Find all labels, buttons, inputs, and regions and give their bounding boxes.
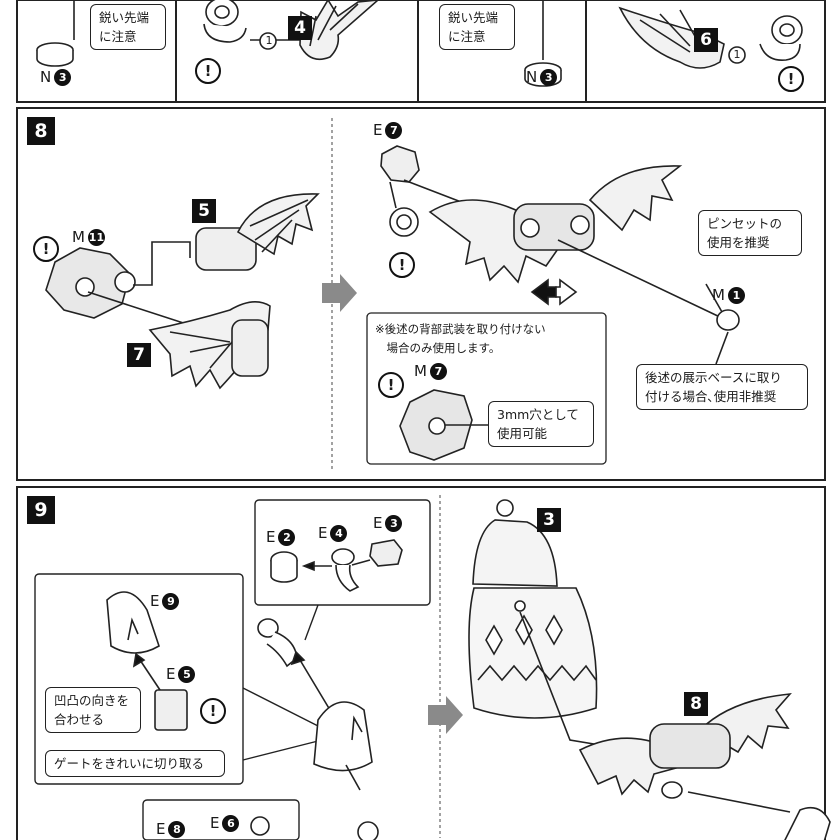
top-panel-border [16, 0, 826, 103]
part-m7: M 7 [414, 362, 447, 380]
top-part-n3-left: N 3 [40, 68, 72, 86]
top-note-sharp-tip-left: 鋭い先端 に注意 [90, 4, 166, 50]
top-part-n3-right: N 3 [526, 68, 558, 86]
warning-icon: ! [378, 372, 404, 398]
step-number-8: 8 [27, 117, 55, 145]
circle-one-marker: 1 [265, 34, 273, 47]
top-note-sharp-tip-right: 鋭い先端 に注意 [439, 4, 515, 50]
warning-icon: ! [195, 58, 221, 84]
part-e3: E 3 [373, 514, 403, 532]
part-m1: M 1 [712, 286, 745, 304]
step-number-3: 3 [537, 508, 561, 532]
step-number-7: 7 [127, 343, 151, 367]
warning-icon: ! [33, 236, 59, 262]
callout-tweezers-recommended: ピンセットの 使用を推奨 [698, 210, 802, 256]
step9-panel-border [16, 486, 826, 840]
step-number-5: 5 [192, 199, 216, 223]
step8-panel-border [16, 107, 826, 481]
note-back-weapon-only: ※後述の背部武装を取り付けない 場合のみ使用します。 [375, 322, 546, 355]
callout-align-notches: 凹凸の向きを 合わせる [45, 687, 141, 733]
callout-3mm-hole-usable: 3mm穴として 使用可能 [488, 401, 594, 447]
part-e6: E 6 [210, 814, 240, 832]
callout-display-base-not-recommended: 後述の展示ベースに取り 付ける場合､使用非推奨 [636, 364, 808, 410]
step-number-6: 6 [694, 28, 718, 52]
step-number-8-ref: 8 [684, 692, 708, 716]
part-e2: E 2 [266, 528, 296, 546]
part-e7: E 7 [373, 121, 403, 139]
part-m11: M 11 [72, 228, 105, 246]
warning-icon: ! [200, 698, 226, 724]
part-e4: E 4 [318, 524, 348, 542]
circle-one-marker: 1 [733, 48, 741, 61]
step-number-9: 9 [27, 496, 55, 524]
step-number-4: 4 [288, 16, 312, 40]
part-e9: E 9 [150, 592, 180, 610]
warning-icon: ! [389, 252, 415, 278]
part-e5: E 5 [166, 665, 196, 683]
warning-icon: ! [778, 66, 804, 92]
part-e8: E 8 [156, 820, 186, 838]
callout-cut-gate-cleanly: ゲートをきれいに切り取る [45, 750, 225, 777]
